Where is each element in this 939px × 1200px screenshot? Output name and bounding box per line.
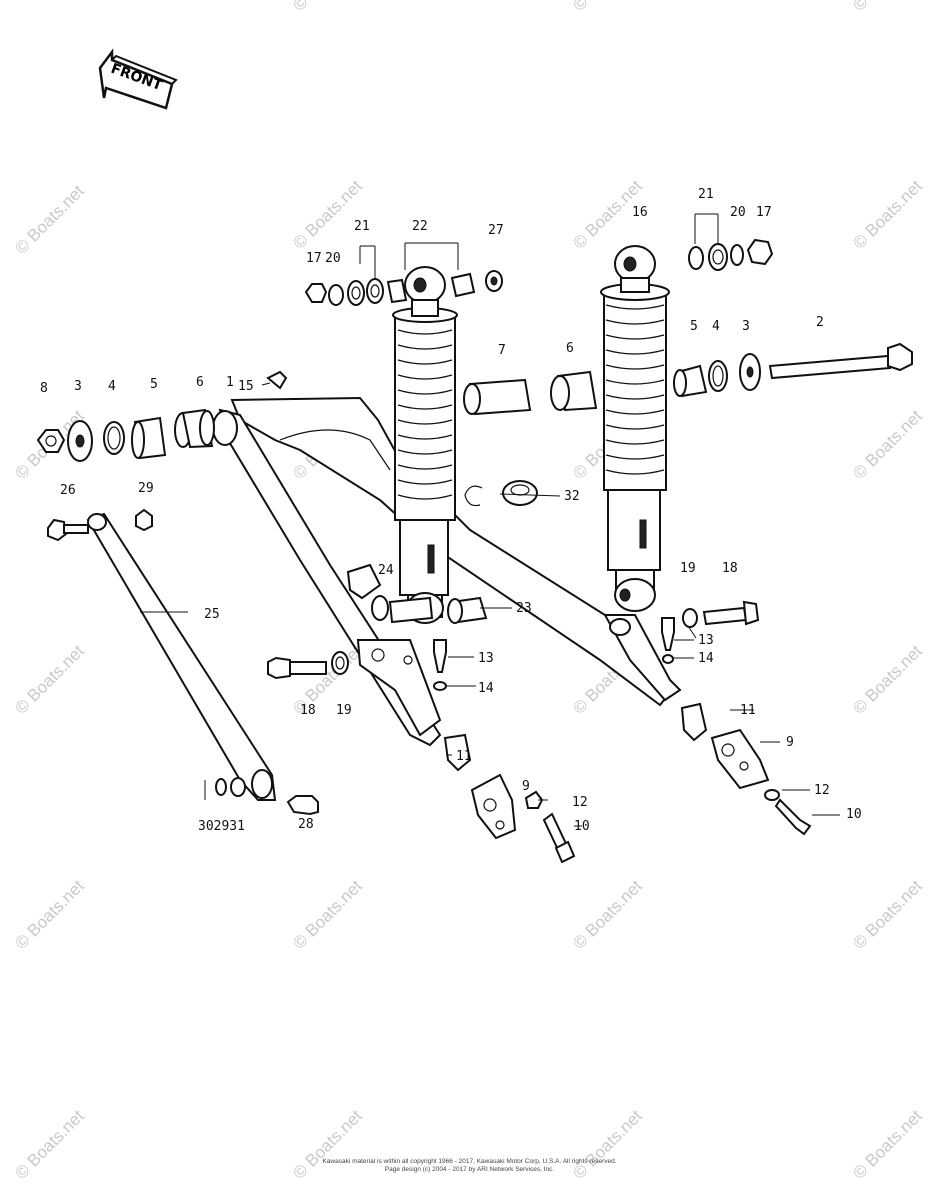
watermark: © Boats.net	[11, 0, 88, 3]
callout-26: 26	[60, 483, 76, 498]
callout-20: 20	[730, 205, 746, 220]
callout-labels: 8 3 4 5 6 1 15 17 20 21 22 27 7 6 16 21 …	[40, 187, 862, 834]
callout-10: 10	[574, 819, 590, 834]
watermark: © Boats.net	[289, 176, 366, 253]
callout-13: 13	[478, 651, 494, 666]
callout-19: 19	[680, 561, 696, 576]
shock-top-hardware-right	[688, 238, 774, 271]
callout-27: 27	[488, 223, 504, 238]
callout-11: 11	[456, 749, 472, 764]
callout-24: 24	[378, 563, 394, 578]
callout-4: 4	[108, 379, 116, 394]
rear-shock-left	[392, 266, 458, 624]
callout-19: 19	[336, 703, 352, 718]
callout-5: 5	[690, 319, 698, 334]
callout-20: 20	[325, 251, 341, 266]
callout-17: 17	[306, 251, 322, 266]
callout-10: 10	[846, 807, 862, 822]
watermark: © Boats.net	[569, 876, 646, 953]
watermark: © Boats.net	[849, 406, 926, 483]
callout-29: 29	[138, 481, 154, 496]
callout-15: 15	[238, 379, 254, 394]
callout-3: 3	[74, 379, 82, 394]
bolts-and-adjusters	[266, 370, 812, 864]
callout-18: 18	[722, 561, 738, 576]
callout-9: 9	[522, 779, 530, 794]
watermark: © Boats.net	[11, 876, 88, 953]
callout-14: 14	[478, 681, 494, 696]
callout-6: 6	[566, 341, 574, 356]
pivot-sleeve	[463, 370, 598, 416]
copyright-line: Page design (c) 2004 - 2017 by ARI Netwo…	[384, 1166, 555, 1173]
callout-11: 11	[740, 703, 756, 718]
watermark: © Boats.net	[849, 176, 926, 253]
callout-8: 8	[40, 381, 48, 396]
callout-25: 25	[204, 607, 220, 622]
front-arrow-icon: FRONT	[98, 48, 178, 110]
watermark: © Boats.net	[289, 0, 366, 15]
watermark: © Boats.net	[569, 0, 646, 15]
watermark: © Boats.net	[289, 876, 366, 953]
shock-top-hardware-left	[304, 270, 503, 306]
copyright-line: Kawasaki material is within all copyrigh…	[322, 1158, 617, 1165]
callout-28: 28	[298, 817, 314, 832]
callout-21: 21	[354, 219, 370, 234]
callout-6: 6	[196, 375, 204, 390]
callout-3: 3	[742, 319, 750, 334]
leader-lines	[140, 213, 840, 827]
callout-12: 12	[572, 795, 588, 810]
callout-21: 21	[698, 187, 714, 202]
watermark: © Boats.net	[11, 181, 88, 258]
callout-16: 16	[632, 205, 648, 220]
callout-1: 1	[226, 375, 234, 390]
swing-arm	[212, 396, 682, 747]
callout-302931: 302931	[198, 819, 245, 834]
callout-7: 7	[498, 343, 506, 358]
bushings	[447, 480, 538, 624]
watermark: © Boats.net	[849, 876, 926, 953]
callout-14: 14	[698, 651, 714, 666]
rear-shock-right	[600, 245, 670, 612]
watermark: © Boats.net	[11, 641, 88, 718]
torque-link	[47, 508, 319, 816]
callout-9: 9	[786, 735, 794, 750]
callout-5: 5	[150, 377, 158, 392]
callout-22: 22	[412, 219, 428, 234]
callout-18: 18	[300, 703, 316, 718]
pivot-hardware-left	[36, 408, 215, 462]
callout-2: 2	[816, 315, 824, 330]
callout-12: 12	[814, 783, 830, 798]
watermark: © Boats.net	[849, 641, 926, 718]
pivot-hardware-right	[673, 342, 913, 398]
callout-23: 23	[516, 601, 532, 616]
callout-32: 32	[564, 489, 580, 504]
callout-4: 4	[712, 319, 720, 334]
watermark: © Boats.net	[849, 0, 926, 15]
callout-13: 13	[698, 633, 714, 648]
callout-17: 17	[756, 205, 772, 220]
